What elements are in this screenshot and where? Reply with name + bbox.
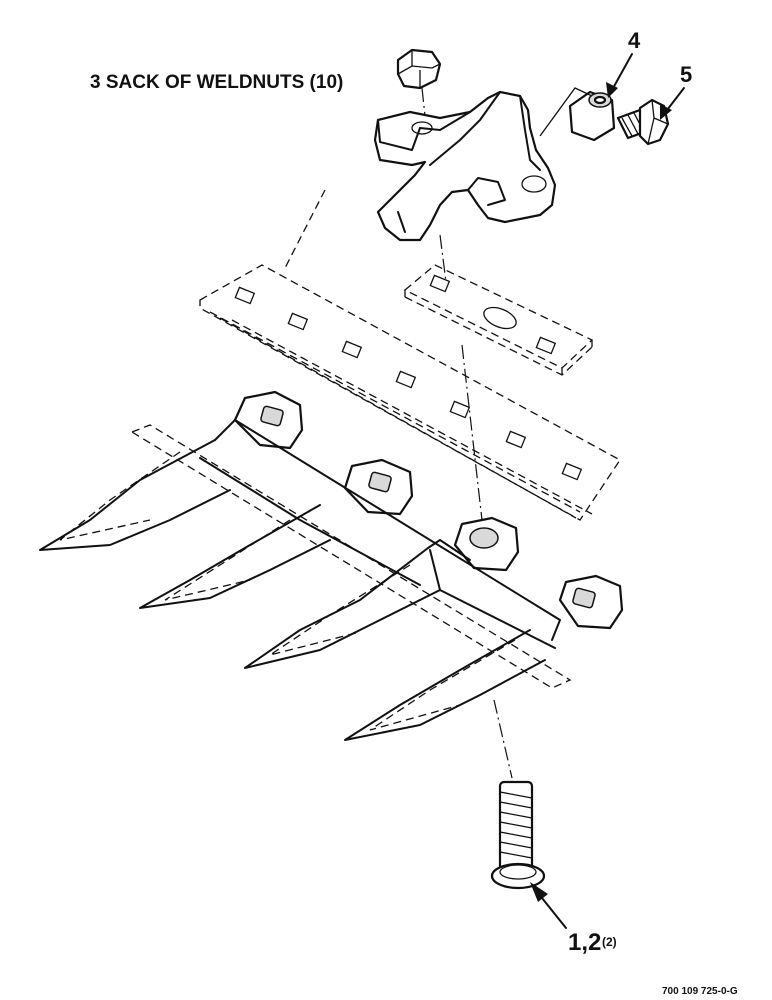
title-label: 3 SACK OF WELDNUTS (10) — [90, 72, 343, 93]
strip-centerline — [461, 344, 483, 521]
figure-id: 700 109 725-0-G — [662, 986, 738, 997]
plow-bolt — [490, 780, 546, 890]
callout-5: 5 — [680, 62, 692, 87]
bolt-centerline — [493, 699, 513, 779]
callout-4: 4 — [628, 28, 641, 53]
hex-weldnut — [396, 48, 442, 90]
spacer-sleeve — [568, 90, 616, 142]
callout-1-2-qty: (2) — [602, 935, 617, 949]
callout-5-arrow — [660, 104, 672, 120]
wear-strip-long — [199, 264, 621, 521]
strip-leader — [284, 189, 326, 269]
callout-4-arrow — [606, 82, 618, 98]
sleeve-leader — [539, 87, 593, 137]
callout-1-2: 1,2 — [568, 929, 601, 956]
guard-assembly — [39, 390, 624, 741]
wear-strip-short — [403, 264, 594, 376]
hold-down-clip — [373, 90, 557, 242]
callout-4-leader — [611, 53, 633, 91]
bolt-arrow-head — [530, 882, 548, 902]
clip-centerline — [439, 234, 447, 283]
